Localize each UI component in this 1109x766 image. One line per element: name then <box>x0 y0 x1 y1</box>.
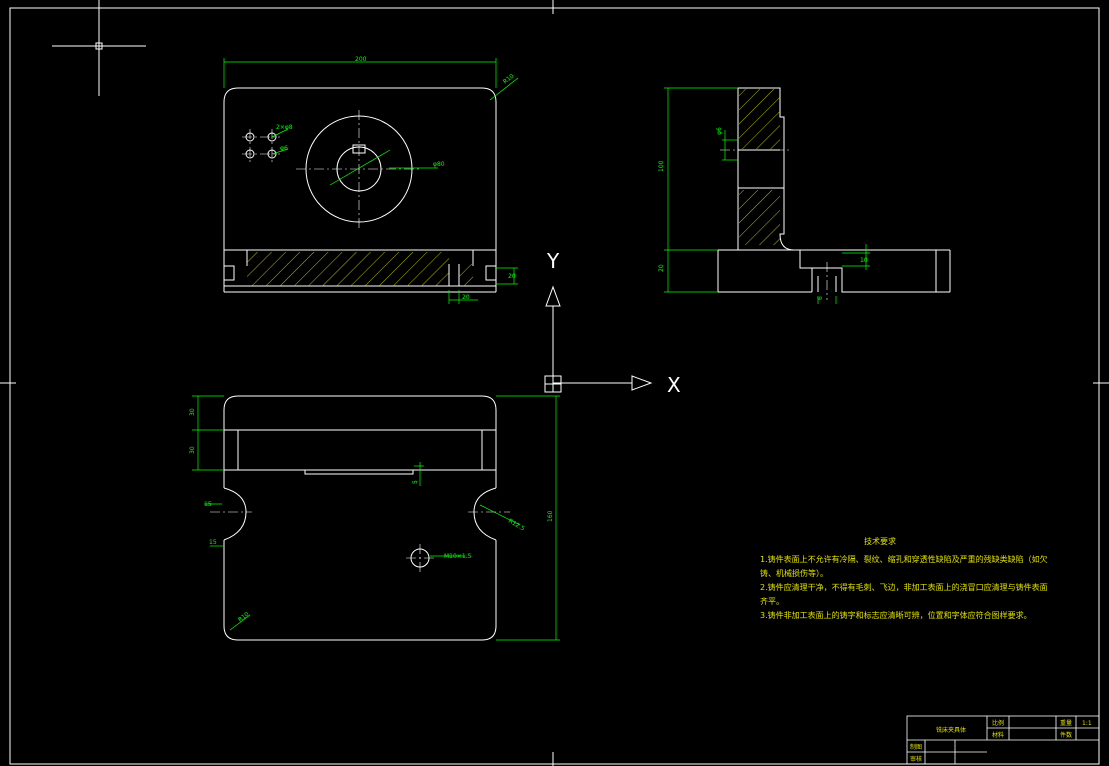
technical-notes-title: 技术要求 <box>864 537 896 546</box>
title-block[interactable] <box>906 715 1100 765</box>
technical-note-line: 1.铸件表面上不允许有冷隔、裂纹、缩孔和穿透性缺陷及严重的残缺类缺陷（如欠 <box>760 555 1048 564</box>
dim-plan-b: 30 <box>189 446 196 454</box>
front-view-section-hatch <box>247 252 449 286</box>
side-view-dimensions <box>664 87 870 304</box>
front-view-dimensions <box>223 58 519 304</box>
front-view-centerlines <box>242 110 422 230</box>
side-view-centerlines <box>720 149 828 300</box>
plan-view-centerlines <box>210 511 510 572</box>
plan-view-dimensions <box>192 395 560 641</box>
dim-small-hole-a: 2×φ8 <box>276 124 293 131</box>
title-block-check-label: 审核 <box>910 755 922 763</box>
technical-note-line: 铸、机械损伤等）。 <box>760 569 828 578</box>
x-axis-label: X <box>667 373 681 397</box>
side-view-hatch-top <box>739 89 780 149</box>
dim-plan-notch-r: R12.5 <box>507 518 526 533</box>
dim-side-hole: φ6 <box>716 127 723 135</box>
technical-note-line: 3.铸件非加工表面上的铸字和标志应清晰可辨，位置和字体应符合图样要求。 <box>760 611 1032 620</box>
dim-side-height: 100 <box>658 160 665 172</box>
title-block-sheet-label: 重量 <box>1060 719 1072 727</box>
dim-side-step: 10 <box>860 257 868 264</box>
crosshair-cursor <box>52 0 146 96</box>
dim-hole-dia: φ80 <box>433 161 445 168</box>
title-block-name: 铣床夹具体 <box>936 726 966 734</box>
title-block-scale-label: 比例 <box>992 719 1004 727</box>
technical-note-line: 齐平。 <box>760 597 784 606</box>
side-view-hatch-bottom <box>739 190 780 245</box>
dim-slot-w: 20 <box>462 294 470 301</box>
front-view-section-hatch-right <box>459 264 473 286</box>
plan-view[interactable]: 160 30 30 15 15 R12.5 M10×1.5 R10 5 <box>189 395 560 641</box>
dim-plan-mid: 5 <box>412 480 419 484</box>
title-block-material-label: 材料 <box>992 731 1004 739</box>
side-view[interactable]: 100 20 φ6 10 6 <box>658 87 951 304</box>
technical-note-line: 2.铸件应清理干净，不得有毛刺、飞边，非加工表面上的浇冒口应清理与铸件表面 <box>760 583 1048 592</box>
side-view-outline <box>717 87 951 293</box>
dim-plan-slot: 15 <box>204 501 212 508</box>
y-axis-label: Y <box>546 249 560 273</box>
dim-side-base: 20 <box>658 264 665 272</box>
dim-slot-h: 20 <box>508 273 516 280</box>
dim-plan-hole: M10×1.5 <box>444 553 472 560</box>
technical-notes: 技术要求 1.铸件表面上不允许有冷隔、裂纹、缩孔和穿透性缺陷及严重的残缺类缺陷（… <box>760 535 1048 623</box>
dim-small-hole-b: φ6 <box>280 145 288 152</box>
dim-plan-r: R10 <box>237 611 251 624</box>
dim-plan-a: 30 <box>189 408 196 416</box>
dim-top-corner-r: R10 <box>502 73 516 86</box>
dim-side-small: 6 <box>817 296 824 300</box>
ucs-icon <box>544 285 653 393</box>
dim-top-width: 200 <box>355 56 367 63</box>
front-view[interactable]: 200 R10 φ80 2×φ8 φ6 20 20 <box>223 56 519 304</box>
title-block-drawn-label: 制图 <box>910 743 922 751</box>
plan-view-outline <box>223 395 497 641</box>
dim-plan-notch: 15 <box>209 539 217 546</box>
title-block-qty-label: 件数 <box>1060 731 1072 739</box>
title-block-scale-value: 1:1 <box>1082 720 1092 727</box>
dim-plan-height: 160 <box>547 510 554 522</box>
